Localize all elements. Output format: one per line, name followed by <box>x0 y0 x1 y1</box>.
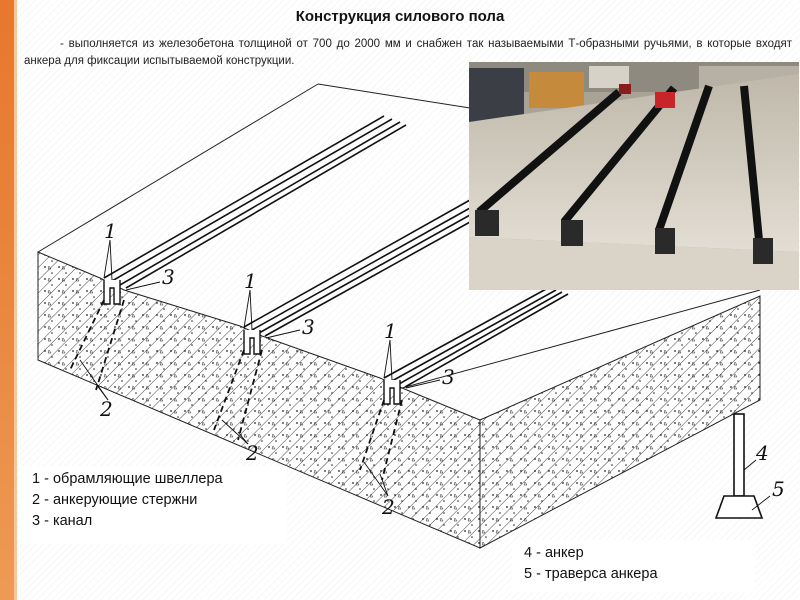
legend-right: 4 - анкер 5 - траверса анкера <box>512 540 755 592</box>
label-3c: 3 <box>442 365 455 389</box>
legend-item-5: 5 - траверса анкера <box>524 566 658 582</box>
power-floor-photo <box>469 62 799 290</box>
legend-item-2: 2 - анкерующие стержни <box>32 492 198 508</box>
label-2a: 2 <box>99 397 113 421</box>
label-3a: 3 <box>162 265 175 289</box>
slab-front-section <box>37 251 761 549</box>
label-1b: 1 <box>244 269 257 293</box>
slide-description: - выполняется из железобетона толщиной о… <box>24 38 792 67</box>
slab-top-face <box>37 83 471 253</box>
label-4: 4 <box>755 441 769 465</box>
legend-item-1: 1 - обрамляющие швеллера <box>32 471 223 487</box>
legend-left: 1 - обрамляющие швеллера 2 - анкерующие … <box>20 466 287 544</box>
legend-item-4: 4 - анкер <box>524 545 584 561</box>
channel-sections <box>103 280 401 405</box>
accent-bar <box>0 0 14 600</box>
legend-item-3: 3 - канал <box>32 513 93 529</box>
slide-title: Конструкция силового пола <box>295 8 505 25</box>
label-2b: 2 <box>245 441 259 465</box>
accent-bar-edge <box>14 0 17 600</box>
label-1c: 1 <box>384 319 397 343</box>
label-2c: 2 <box>381 495 395 519</box>
channel-rails <box>103 115 569 388</box>
anchor-drawing <box>714 413 771 519</box>
label-5: 5 <box>772 477 785 501</box>
label-1a: 1 <box>104 219 117 243</box>
leader-lines <box>79 239 441 497</box>
label-3b: 3 <box>302 315 315 339</box>
anchoring-rods <box>69 299 403 481</box>
